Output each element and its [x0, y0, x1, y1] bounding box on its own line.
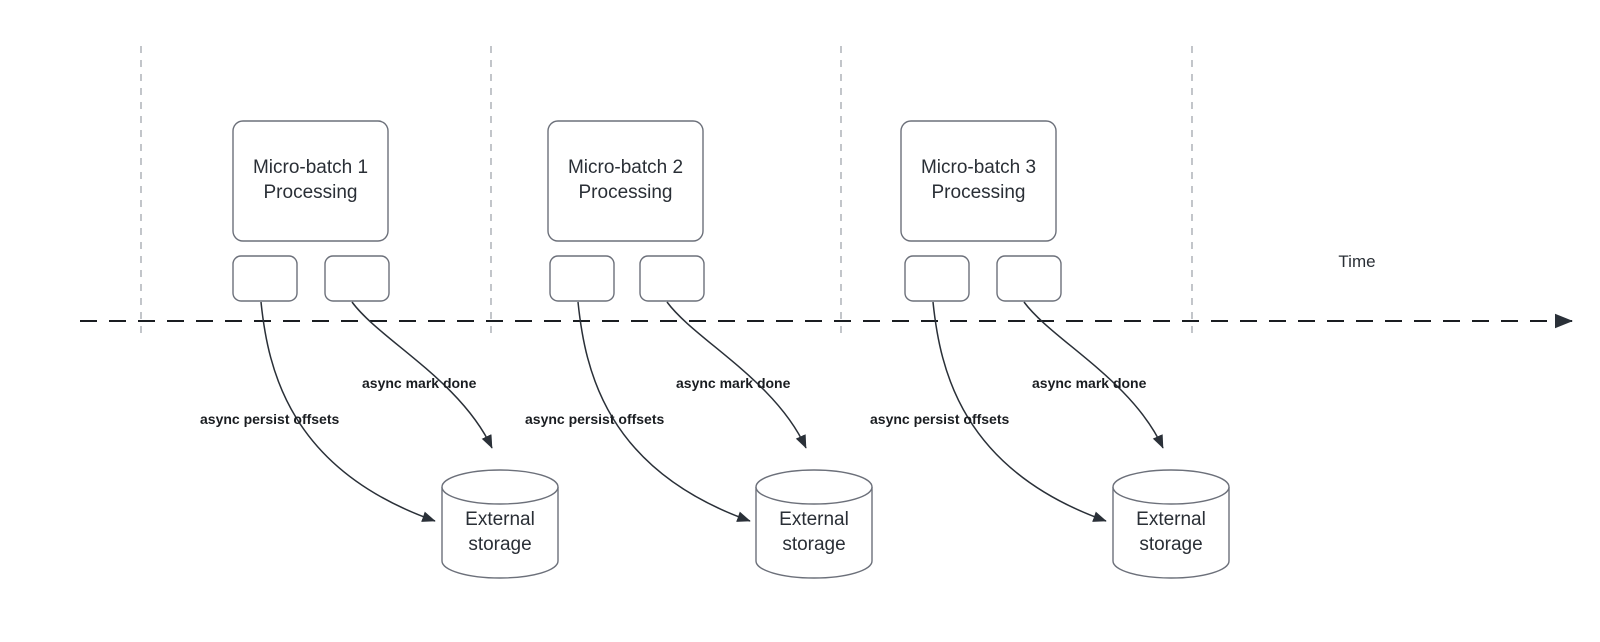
edge-label-layer: async persist offsets async mark done asyn… [200, 375, 1147, 427]
mark-done-task-3[interactable] [996, 255, 1062, 302]
async-persist-offsets-edge-3 [932, 301, 1107, 522]
async-mark-done-edge-2-label: async mark done [676, 375, 791, 391]
micro-batch-2-processing-line2: Processing [579, 182, 673, 203]
persist-offsets-task-3[interactable] [904, 255, 970, 302]
batch-boundary-lines [140, 46, 1193, 340]
micro-batch-3-processing-line2: Processing [932, 182, 1026, 203]
async-mark-done-edge-2 [666, 301, 807, 449]
micro-batch-1-processing[interactable] [232, 120, 389, 242]
async-mark-done-edge-1 [351, 301, 493, 449]
external-storage-1-body[interactable] [441, 487, 559, 579]
external-storage-2-top-ellipse [755, 469, 873, 505]
time-axis-label: Time [1338, 252, 1375, 271]
external-storage-3-line2: storage [1139, 534, 1202, 555]
micro-batch-3-processing[interactable] [900, 120, 1057, 242]
mark-done-task-1[interactable] [324, 255, 390, 302]
external-storage-3-line1: External [1136, 509, 1206, 530]
time-axis-group: Time [80, 252, 1573, 329]
external-storage-3-body[interactable] [1112, 487, 1230, 579]
external-storage-1-line1: External [465, 509, 535, 530]
external-storage-1-top-ellipse [441, 469, 559, 505]
async-mark-done-edge-3 [1023, 301, 1164, 449]
async-mark-done-edge-1-label: async mark done [362, 375, 477, 391]
async-persist-offsets-edge-2 [577, 301, 751, 522]
external-storage-1-line2: storage [468, 534, 531, 555]
external-storage-2-body[interactable] [755, 487, 873, 579]
external-storage-2-line2: storage [782, 534, 845, 555]
async-persist-offsets-edge-3-label: async persist offsets [870, 411, 1009, 427]
persist-offsets-task-2[interactable] [549, 255, 615, 302]
mark-done-task-2[interactable] [639, 255, 705, 302]
micro-batch-1-processing-line2: Processing [264, 182, 358, 203]
async-persist-offsets-edge-1 [260, 301, 436, 522]
micro-batch-1-processing-line1: Micro-batch 1 [253, 157, 368, 178]
micro-batch-2-processing-line1: Micro-batch 2 [568, 157, 683, 178]
edge-layer [260, 301, 1164, 522]
persist-offsets-task-1[interactable] [232, 255, 298, 302]
external-storage-3-top-ellipse [1112, 469, 1230, 505]
async-persist-offsets-edge-2-label: async persist offsets [525, 411, 664, 427]
micro-batch-2-processing[interactable] [547, 120, 704, 242]
async-mark-done-edge-3-label: async mark done [1032, 375, 1147, 391]
micro-batch-3-processing-line1: Micro-batch 3 [921, 157, 1036, 178]
async-persist-offsets-edge-1-label: async persist offsets [200, 411, 339, 427]
external-storage-2-line1: External [779, 509, 849, 530]
